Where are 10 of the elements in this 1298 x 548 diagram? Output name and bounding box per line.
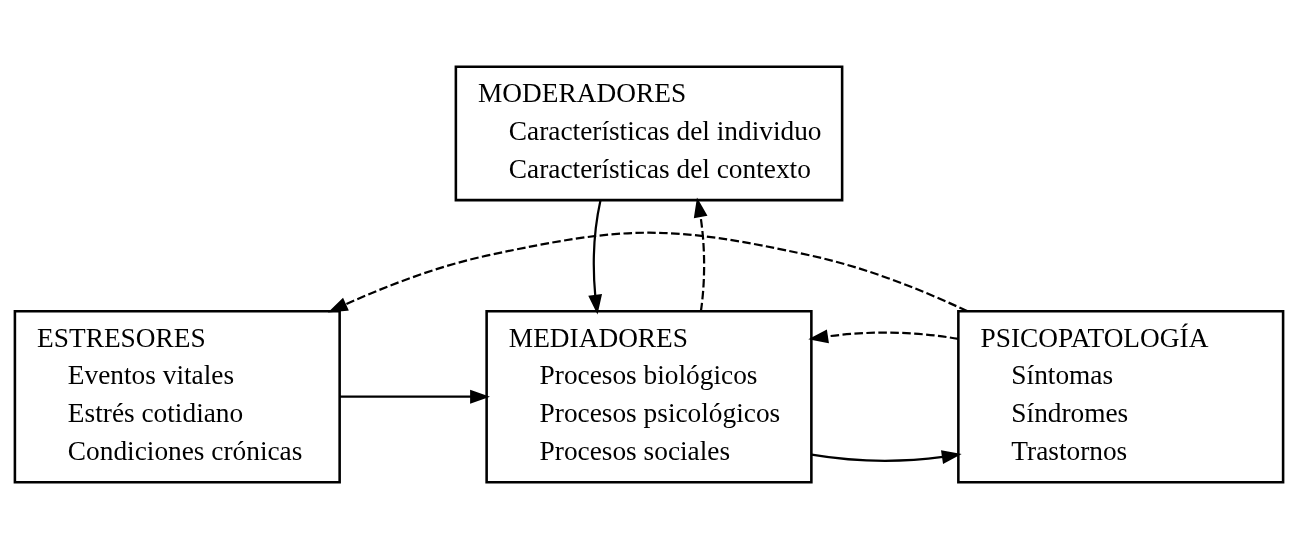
node-box: PSICOPATOLOGÍA Síntomas Síndromes Trastornos [957, 309, 1285, 483]
node-box: ESTRESORES Eventos vitales Estrés cotidiano Condiciones crónicas [13, 309, 341, 483]
arrow [693, 196, 708, 311]
arrow [811, 449, 962, 464]
arrow [339, 389, 490, 404]
arrow [808, 328, 959, 343]
node-box: MEDIADORES Procesos biológicos Procesos psicológicos Procesos sociales [485, 309, 813, 483]
arrow [588, 200, 603, 315]
arrow [327, 231, 968, 312]
node-box: MODERADORES Características del individuo Características del contexto [454, 65, 844, 201]
